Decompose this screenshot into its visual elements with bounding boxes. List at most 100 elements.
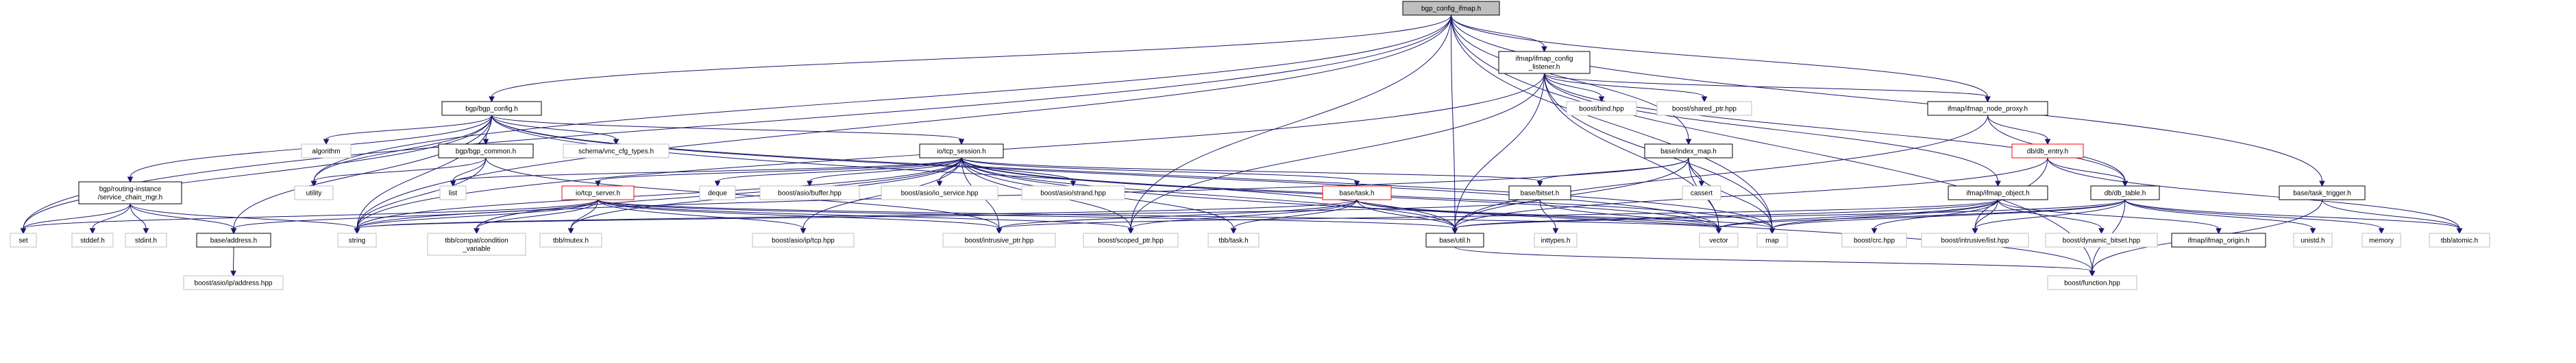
- edge-arrowhead: [1598, 96, 1605, 103]
- node-box: [752, 233, 855, 248]
- include-edge: [20, 199, 598, 235]
- edge-arrowhead: [1353, 180, 1360, 187]
- edge-arrowhead: [230, 270, 236, 277]
- include-edge: [1544, 73, 2129, 187]
- header-node[interactable]: base/address.h: [196, 233, 271, 248]
- edge-line: [313, 14, 1451, 182]
- edge-line: [1454, 115, 1988, 229]
- include-edge: [1127, 199, 1358, 235]
- root-header-node[interactable]: bgp_config_ifmap.h: [1402, 1, 1500, 16]
- include-edge: [598, 199, 807, 235]
- edge-line: [809, 157, 962, 182]
- edge-line: [491, 14, 1451, 97]
- node-label: boost/shared_ptr.hpp: [1672, 106, 1737, 113]
- edge-line: [961, 157, 2093, 272]
- node-box: [539, 233, 602, 248]
- header-node[interactable]: base/task.h: [1322, 185, 1392, 200]
- node-box: [78, 181, 182, 204]
- header-node[interactable]: db/db_entry.h: [2011, 143, 2084, 159]
- node-box: [1948, 185, 2048, 200]
- include-edge: [489, 14, 1451, 103]
- node-box: [337, 233, 377, 248]
- node-box: [10, 233, 37, 248]
- header-node[interactable]: base/index_map.h: [1644, 143, 1733, 159]
- header-node: schema/vnc_cfg_types.h: [563, 143, 670, 159]
- edge-arrowhead: [310, 180, 317, 187]
- header-node[interactable]: ifmap/ifmap_node_proxy.h: [1927, 101, 2048, 116]
- edge-line: [1356, 199, 1456, 229]
- edge-arrowhead: [89, 228, 96, 235]
- header-node[interactable]: ifmap/ifmap_config_listener.h: [1498, 51, 1591, 74]
- node-box: [2279, 185, 2366, 200]
- header-node[interactable]: base/bitset.h: [1508, 185, 1571, 200]
- edge-line: [2124, 199, 2382, 229]
- include-edge: [598, 199, 1458, 235]
- node-label: list: [449, 190, 457, 198]
- header-node: boost/scoped_ptr.hpp: [1083, 233, 1179, 248]
- node-box: [441, 101, 542, 116]
- edge-line: [1454, 199, 2126, 229]
- header-node[interactable]: ifmap/ifmap_object.h: [1948, 185, 2048, 200]
- include-edge: [567, 199, 598, 235]
- header-node[interactable]: bgp/routing-instance/service_chain_mgr.h: [78, 181, 182, 204]
- edge-line: [485, 157, 1000, 229]
- include-edge: [491, 115, 965, 145]
- header-node[interactable]: base/util.h: [1425, 233, 1484, 248]
- edge-arrowhead: [807, 180, 813, 187]
- header-node: tbb/mutex.h: [539, 233, 602, 248]
- node-box: [1207, 233, 1260, 248]
- node-label: unistd.h: [2301, 237, 2324, 245]
- header-node: deque: [699, 185, 736, 200]
- edge-line: [356, 157, 962, 229]
- include-edge: [230, 199, 598, 235]
- edge-line: [598, 199, 1000, 229]
- node-label: utility: [306, 190, 322, 198]
- edge-line: [1451, 14, 1773, 229]
- include-edge: [2047, 157, 2129, 187]
- edge-line: [233, 199, 598, 229]
- include-edge: [1451, 14, 1776, 235]
- node-label: bgp/bgp_config.h: [465, 106, 518, 113]
- include-edge: [474, 199, 598, 235]
- edge-line: [356, 199, 598, 229]
- include-edge: [310, 157, 487, 187]
- edge-arrowhead: [1985, 96, 1991, 103]
- include-edge: [323, 115, 492, 145]
- edge-line: [1974, 199, 2126, 229]
- edge-line: [1998, 199, 2219, 229]
- edge-line: [356, 115, 492, 229]
- edge-arrowhead: [2456, 228, 2463, 235]
- node-box: [1921, 233, 2029, 248]
- include-edge: [1871, 199, 1998, 235]
- node-box: [183, 275, 284, 290]
- include-edge: [1451, 14, 1692, 145]
- edge-line: [1451, 14, 2322, 182]
- include-edge: [1544, 73, 1991, 103]
- include-edge: [1972, 199, 2126, 235]
- header-node[interactable]: io/tcp_session.h: [919, 143, 1004, 159]
- edge-arrowhead: [1769, 228, 1776, 235]
- edge-line: [1451, 14, 1988, 97]
- header-node[interactable]: bgp/bgp_common.h: [438, 143, 534, 159]
- edge-line: [1539, 199, 1719, 229]
- header-node[interactable]: bgp/bgp_config.h: [441, 101, 542, 116]
- node-label: boost/scoped_ptr.hpp: [1098, 237, 1164, 245]
- include-edge: [961, 157, 1543, 187]
- header-node[interactable]: db/db_table.h: [2090, 185, 2160, 200]
- edge-arrowhead: [996, 228, 1003, 235]
- edge-line: [356, 14, 1451, 229]
- edge-line: [1130, 73, 1545, 229]
- edge-line: [23, 203, 131, 229]
- include-edge: [2322, 199, 2463, 235]
- node-label: string: [349, 237, 365, 245]
- header-node[interactable]: ifmap/ifmap_origin.h: [2171, 233, 2266, 248]
- header-node: boost/crc.hpp: [1841, 233, 1907, 248]
- include-edge: [595, 157, 962, 187]
- node-label: boost/intrusive_ptr.hpp: [965, 237, 1034, 245]
- header-node: tbb/compat/condition_variable: [427, 233, 526, 256]
- include-edge: [89, 203, 131, 235]
- header-node[interactable]: base/task_trigger.h: [2279, 185, 2366, 200]
- header-node: set: [10, 233, 37, 248]
- node-box: [427, 233, 526, 256]
- header-node[interactable]: io/tcp_server.h: [561, 185, 635, 200]
